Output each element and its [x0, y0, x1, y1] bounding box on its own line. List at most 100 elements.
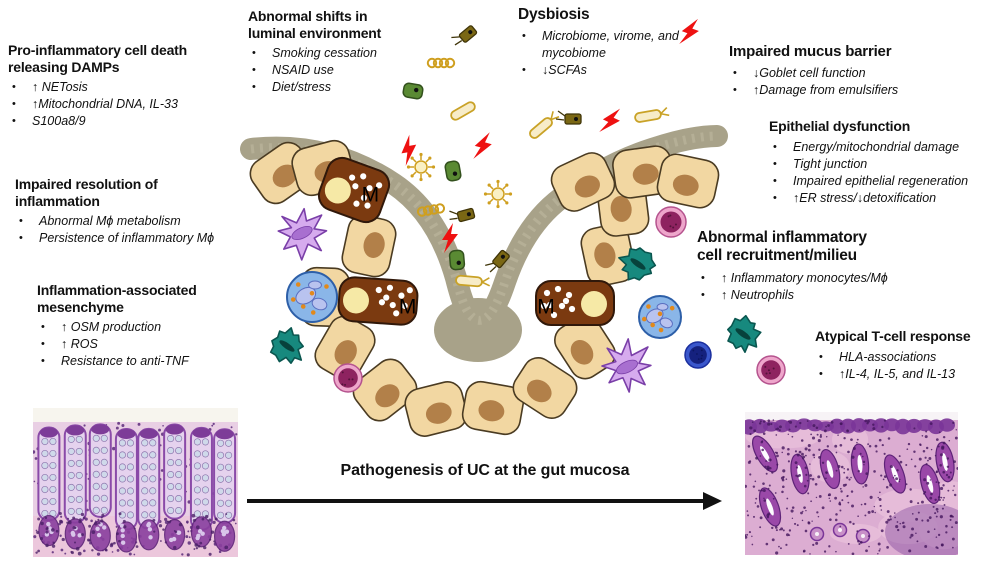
bullet-dot: • [41, 355, 45, 368]
rod-microbe [450, 101, 476, 121]
bullet-text: ↑IL-4, IL-5, and IL-13 [839, 366, 956, 381]
bullet-text: NSAID use [272, 63, 334, 78]
section-title: Epithelial dysfunction [769, 118, 911, 134]
phage-microbe [485, 249, 510, 273]
bullet-dot: • [12, 98, 16, 111]
rod-microbe [529, 111, 560, 139]
sun-microbe [406, 152, 436, 182]
bullet-item: • Resistance to anti-TNF [37, 353, 237, 370]
bullet-list: •↑ OSM production•↑ ROS•Resistance to an… [37, 319, 237, 370]
crypt-section [758, 487, 782, 527]
bullet-list: •Smoking cessation•NSAID use•Diet/stress [248, 45, 418, 96]
bullet-item: • ↑ Inflammatory monocytes/Mϕ [697, 270, 888, 287]
green-microbe [402, 82, 424, 100]
section-damps: Pro-inflammatory cell death releasing DA… [8, 42, 223, 130]
bullet-dot: • [12, 81, 16, 94]
m-cell-label: M [537, 296, 555, 319]
m-cell-label: M [399, 296, 417, 319]
bullet-dot: • [41, 338, 45, 351]
bullet-item: • ↑ER stress/↓detoxification [769, 190, 1000, 207]
bullet-dot: • [252, 47, 256, 60]
granulocyte-cell [727, 314, 762, 354]
granulocyte-cell [618, 247, 657, 281]
bullet-item: • Tight junction [769, 156, 1000, 173]
bullet-text: HLA-associations [839, 349, 937, 364]
bullet-list: •Abnormal Mϕ metabolism•Persistence of i… [15, 213, 215, 247]
bullet-text: ↑ NETosis [32, 80, 88, 95]
bullet-list: •Microbiome, virome, and mycobiome•↓SCFA… [518, 28, 698, 79]
epithelial-cell [656, 153, 720, 209]
bullet-list: •↓Goblet cell function• ↑Damage from emul… [729, 65, 969, 99]
epithelial-cell [461, 380, 525, 436]
bullet-item: •↑Mitochondrial DNA, IL-33 [8, 96, 223, 113]
bullet-text: Abnormal Mϕ metabolism [39, 214, 181, 229]
bullet-text: Energy/mitochondrial damage [793, 139, 960, 154]
mucus-pool [434, 298, 522, 362]
section-title: Abnormal shifts in luminal environment [248, 8, 382, 41]
bullet-text: ↑Damage from emulsifiers [753, 82, 899, 97]
dendritic-cell [601, 338, 652, 393]
phage-microbe [451, 25, 478, 46]
bullet-dot: • [701, 271, 705, 284]
bullet-dot: • [733, 83, 737, 96]
bolt-microbe [679, 18, 699, 45]
bullet-text: Smoking cessation [272, 46, 377, 61]
pathogenesis-arrow-label: Pathogenesis of UC at the gut mucosa [340, 462, 630, 479]
crypt-column [137, 427, 161, 551]
bullet-text: Tight junction [793, 156, 868, 171]
bolt-microbe [599, 108, 621, 133]
bullet-text: ↓SCFAs [542, 63, 587, 78]
bolt-microbe [442, 223, 458, 253]
coil-microbe [426, 57, 456, 69]
m-cell: M [317, 156, 391, 224]
bullet-text: ↑ER stress/↓detoxification [793, 190, 937, 205]
bullet-item: •↑ ROS [37, 336, 237, 353]
section-title: Atypical T-cell response [815, 328, 971, 344]
bullet-text: Impaired epithelial regeneration [793, 173, 969, 188]
bullet-text: S100a8/9 [32, 114, 86, 129]
m-cell: M [337, 276, 419, 326]
crypt-column [114, 427, 138, 553]
bullet-text: ↑ Inflammatory monocytes/Mϕ [721, 270, 888, 285]
plasma-cell [333, 363, 363, 393]
section-epithelial: Epithelial dysfunction • Energy/mitochond… [769, 118, 1000, 207]
bullet-list: • Energy/mitochondrial damage • Tight junct… [769, 139, 1000, 207]
bullet-dot: • [19, 215, 23, 228]
bullet-list: •HLA-associations•↑IL-4, IL-5, and IL-13 [815, 349, 1000, 383]
bullet-item: • Smoking cessation [248, 45, 418, 62]
granulocyte-cell [269, 327, 305, 365]
bullet-text: Diet/stress [272, 80, 332, 95]
epithelial-cell [554, 314, 616, 380]
green-microbe [448, 249, 466, 271]
phage-microbe [449, 207, 476, 223]
pathogenesis-arrow-head [703, 492, 722, 510]
bullet-text: ↑ Neutrophils [721, 287, 794, 302]
bullet-item: •↑ Neutrophils [697, 287, 877, 304]
section-title: Pro-inflammatory cell death releasing DA… [8, 42, 187, 75]
bullet-text: Resistance to anti-TNF [61, 354, 189, 369]
crypt-section [790, 453, 810, 495]
epithelial-cell [550, 152, 616, 212]
bullet-item: •↓SCFAs [518, 62, 698, 79]
plasma-cell [756, 355, 786, 385]
crypt-column [189, 426, 213, 548]
bullet-dot: • [41, 321, 45, 334]
section-title: Impaired resolution of inflammation [15, 176, 158, 209]
section-tcell: Atypical T-cell response •HLA-associatio… [815, 328, 1000, 383]
bullet-dot: • [252, 81, 256, 94]
section-dysbiosis: Dysbiosis •Microbiome, virome, and mycob… [518, 6, 698, 79]
section-mesenchyme: Inflammation-associated mesenchyme •↑ OS… [37, 282, 237, 370]
coil-microbe [416, 203, 446, 217]
bullet-item: •↓Goblet cell function [729, 65, 969, 82]
crypt-column [163, 423, 187, 551]
macrophage-cell [638, 295, 682, 339]
phage-microbe [555, 110, 582, 125]
bullet-dot: • [773, 191, 777, 204]
bullet-item: • ↑Damage from emulsifiers [729, 82, 969, 99]
bullet-list: •↑ NETosis•↑Mitochondrial DNA, IL-33•S10… [8, 79, 223, 130]
crypt-column [88, 423, 112, 552]
bullet-item: • ↑ NETosis [8, 79, 223, 96]
bullet-item: •↑ OSM production [37, 319, 237, 336]
bullet-dot: • [773, 157, 777, 170]
